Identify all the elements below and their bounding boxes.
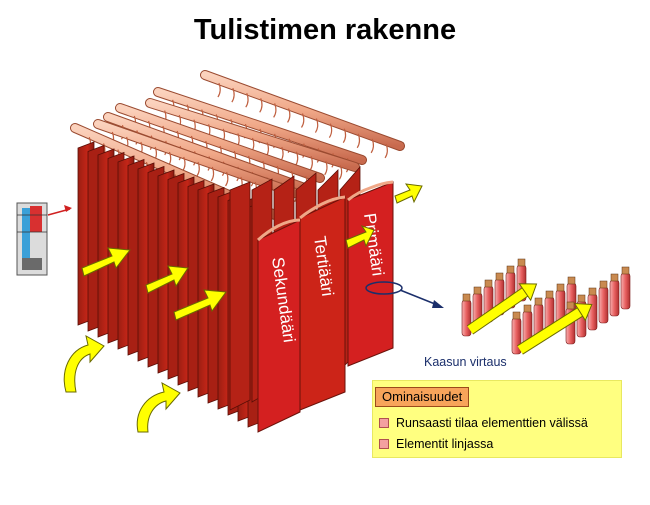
tube-loop xyxy=(231,87,235,103)
detail-tube-cap xyxy=(621,266,630,275)
tube-loop xyxy=(328,123,333,138)
detail-tube-cap xyxy=(588,287,597,296)
feature-item: Elementit linjassa xyxy=(379,437,493,451)
header-pipe-highlight xyxy=(104,113,314,194)
feature-item-label: Runsaasti tilaa elementtien välissä xyxy=(396,416,588,430)
header-pipe-highlight xyxy=(94,120,302,198)
detail-tube-cap xyxy=(556,283,565,292)
flow-arrow-icon xyxy=(173,289,227,321)
tube-loop xyxy=(309,156,313,171)
flue-gas-flow-arrows xyxy=(63,183,423,433)
detail-tube-cap xyxy=(517,258,526,267)
tube-loop xyxy=(217,82,221,98)
detail-tube-cap xyxy=(545,290,554,299)
tube-loop xyxy=(225,171,229,187)
tube-loop xyxy=(314,118,319,133)
detail-tube xyxy=(620,272,631,310)
feature-item: Runsaasti tilaa elementtien välissä xyxy=(379,416,588,430)
tube-loop xyxy=(384,143,388,159)
features-header: Ominaisuudet xyxy=(375,387,470,407)
primary-panel xyxy=(347,180,394,367)
features-box: Ominaisuudet Runsaasti tilaa elementtien… xyxy=(372,380,622,458)
detail-tube-cap xyxy=(523,304,532,313)
detail-tube-cap xyxy=(577,294,586,303)
tertiary-panel xyxy=(299,195,346,411)
tube-loop xyxy=(356,133,361,149)
detail-tube-cap xyxy=(599,280,608,289)
boiler-thumbnail-icon xyxy=(16,202,48,276)
tube-loop xyxy=(370,138,375,154)
detail-tube-cap xyxy=(610,273,619,282)
detail-tube-cap xyxy=(567,276,576,285)
flow-arrow-icon xyxy=(345,225,375,249)
curved-flow-arrow-icon xyxy=(63,335,105,393)
tube-loop xyxy=(210,166,215,182)
tube-loop xyxy=(245,93,249,108)
detail-tube-cap xyxy=(566,301,575,310)
gas-flow-label: Kaasun virtaus xyxy=(424,355,507,369)
header-pipe-highlight xyxy=(201,71,404,150)
tube-loop xyxy=(182,156,186,172)
tube-loop xyxy=(338,165,343,180)
flow-arrow-icon xyxy=(81,247,131,277)
detail-tube-cap xyxy=(462,293,471,302)
detail-tube-cap xyxy=(473,286,482,295)
detail-tube xyxy=(609,279,620,317)
page-title: Tulistimen rakenne xyxy=(193,14,457,46)
tube-loop xyxy=(342,128,347,144)
tube-loop xyxy=(259,98,263,113)
flow-arrow-icon xyxy=(145,265,189,294)
header-pipes xyxy=(70,70,405,227)
tube-panel xyxy=(229,181,251,411)
tube-arrangement-detail xyxy=(461,258,631,355)
gas-flow-callout xyxy=(365,281,444,308)
thumbnail-pointer-arrow xyxy=(47,205,72,216)
header-pipe-highlight xyxy=(116,104,324,182)
detail-tube xyxy=(587,293,598,331)
tube-loop xyxy=(287,108,291,123)
detail-tube-cap xyxy=(506,265,515,274)
bullet-square-icon xyxy=(379,438,389,449)
header-pipe-highlight xyxy=(154,88,366,164)
tube-loop xyxy=(196,161,200,177)
detail-tube-cap xyxy=(484,279,493,288)
secondary-panel xyxy=(256,218,301,433)
detail-tube-cap xyxy=(534,297,543,306)
detail-flow-arrowhead xyxy=(573,302,593,322)
bullet-square-icon xyxy=(379,417,389,428)
detail-tube xyxy=(461,299,472,337)
detail-flow-arrow-icon xyxy=(467,288,528,334)
detail-tube-cap xyxy=(512,311,521,320)
flow-arrow-icon xyxy=(394,183,423,204)
detail-tube xyxy=(598,286,609,324)
feature-item-label: Elementit linjassa xyxy=(396,437,494,451)
curved-flow-arrow-icon xyxy=(136,382,181,433)
tube-loop xyxy=(280,146,284,162)
tube-loop xyxy=(294,151,299,167)
tube-loop xyxy=(300,113,305,128)
detail-tube-cap xyxy=(495,272,504,281)
detail-flow-arrow-icon xyxy=(517,308,583,354)
tube-loop xyxy=(273,103,277,118)
tube-loop xyxy=(324,160,328,176)
header-pipe-highlight xyxy=(146,99,359,171)
detail-flow-arrowhead xyxy=(518,283,538,302)
